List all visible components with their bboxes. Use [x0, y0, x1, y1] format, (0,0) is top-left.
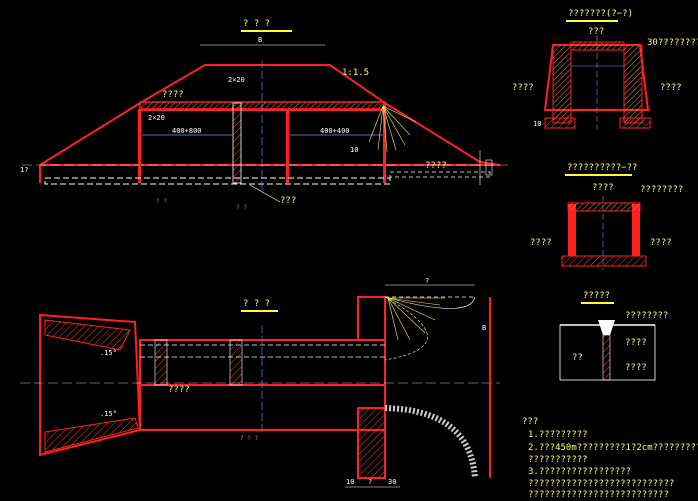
note-line-3: ???????????: [528, 455, 588, 465]
section-right-wall: [623, 44, 643, 124]
plan-width-label: ?: [425, 277, 429, 285]
embankment-outline: [39, 64, 501, 166]
culvert-deck: [139, 101, 386, 110]
foundation-slab: [44, 177, 391, 185]
note-line-4: 3.?????????????????: [528, 467, 631, 477]
center-pier: [232, 102, 242, 184]
plan-angle1: .15°: [100, 349, 117, 357]
section-left-label: ????: [512, 83, 534, 93]
plan-label: ????: [168, 385, 190, 395]
wing-section-view: ??????????−?? ???? ???????? ???? ????: [530, 163, 683, 270]
wing-left-label: ????: [530, 238, 552, 248]
plan-right-top-wall: [357, 296, 386, 341]
small-right-dim: 10: [350, 146, 358, 154]
plan-dim-b: ?: [368, 478, 372, 486]
pile-label: ???: [280, 196, 296, 206]
plan-arc-top: [384, 296, 476, 309]
plan-left-wing-hatch-top: [44, 319, 131, 351]
right-dim-box: [485, 159, 493, 176]
section-title: ???????(?−?): [568, 9, 633, 19]
inner-span-left-label: 400+800: [172, 127, 202, 135]
section-top-label: ???: [588, 27, 604, 37]
wing-right-top-label: ????????: [640, 185, 683, 195]
elevation-title: ? ? ?: [243, 19, 270, 29]
note-line-2: 2.???450m?????????1?2cm?????????: [528, 443, 698, 453]
plan-view: ? ? ? .15° .15° ? ? ?: [20, 277, 500, 488]
joint-wedge: [598, 320, 615, 335]
wing-left-wall: [568, 204, 576, 256]
fan-hatch-elevation: [368, 105, 417, 153]
wing-top-label: ????: [592, 183, 614, 193]
notes-heading: ???: [522, 417, 538, 427]
section-mark-b: ? ?: [236, 204, 247, 211]
joint-left-label: ??: [572, 353, 583, 363]
joint-filler: [602, 334, 611, 381]
right-wall: [286, 109, 289, 183]
section-left-footing: [544, 117, 576, 129]
dim-d1: 2×20: [148, 114, 165, 122]
small-left-dim: 1?: [20, 166, 28, 174]
dim-d2: 2×20: [228, 76, 245, 84]
joint-top-label: ????????: [625, 311, 668, 321]
wing-right-label: ????: [650, 238, 672, 248]
slope-label: 1:1.5: [342, 68, 369, 78]
span-label: B: [258, 36, 262, 44]
pile-leader: [249, 184, 281, 203]
plan-arc-mid: [384, 296, 428, 361]
note-line-5: ???????????????????????????: [528, 479, 674, 489]
plan-left-wing-hatch: [44, 417, 139, 453]
plan-height-label: B: [482, 324, 486, 332]
inner-span-right-label: 400+400: [320, 127, 350, 135]
section-dim: 10: [533, 120, 541, 128]
wing-footing: [561, 255, 647, 267]
end-wall: [383, 103, 386, 183]
plan-dim-a: 10: [346, 478, 354, 486]
note-line-1: 1.?????????: [528, 430, 588, 440]
plan-pier-2: [229, 339, 243, 386]
plan-barrel: [139, 339, 386, 386]
plan-arc-bottom: [384, 405, 478, 479]
section-mark-a: ? ?: [156, 198, 167, 205]
section-right-top-label: 30????????: [647, 38, 698, 48]
plan-dim-c: 30: [388, 478, 396, 486]
plan-angle2: .15°: [100, 410, 117, 418]
notes-block: ??? 1.????????? 2.???450m?????????1?2cm?…: [522, 417, 698, 500]
plan-bottom-title: ? ? ?: [240, 435, 258, 442]
deck-soffit: [140, 109, 385, 111]
plan-title: ? ? ?: [243, 299, 270, 309]
apron-label: ????: [425, 161, 447, 171]
joint-title: ?????: [583, 291, 610, 301]
section-right-footing: [619, 117, 651, 129]
section-left-wall: [552, 44, 572, 124]
section-view: ???????(?−?) ??? 30???????? ???? ???? 10: [512, 9, 698, 130]
wing-title: ??????????−??: [567, 163, 637, 173]
joint-right-label-2: ????: [625, 363, 647, 373]
section-top-slab: [570, 41, 625, 51]
note-line-6: ??????????????????????????: [528, 490, 669, 500]
deck-label: ????: [162, 90, 184, 100]
fan-hatch-plan: [387, 297, 445, 341]
joint-right-label-1: ????: [625, 338, 647, 348]
wing-top-slab: [567, 202, 641, 212]
plan-right-bottom-wall: [357, 407, 386, 479]
wing-right-wall: [632, 204, 640, 256]
plan-pier-1: [154, 339, 168, 386]
joint-detail-view: ????? ???????? ?? ???? ????: [559, 291, 668, 381]
left-wall: [138, 109, 141, 183]
elevation-view: ? ? ? B 400+800 400+400 2×20 2×20 1:1.5 …: [20, 19, 510, 211]
section-right-label: ????: [660, 83, 682, 93]
apron-slab: [389, 171, 491, 178]
